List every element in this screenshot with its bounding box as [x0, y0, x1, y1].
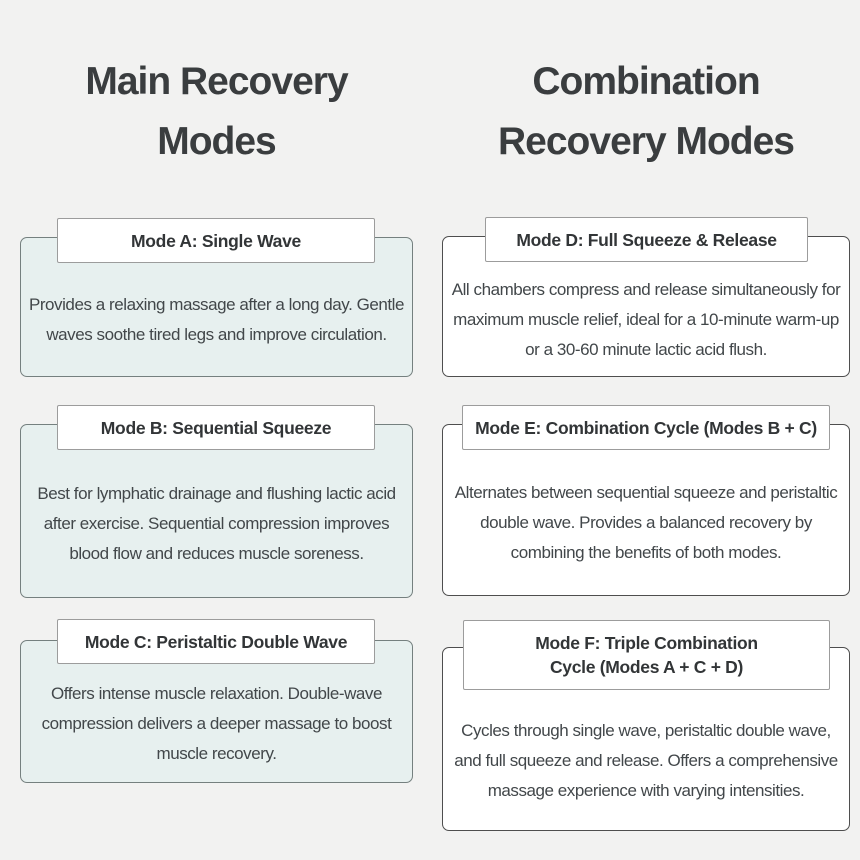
mode-b-description-box: Best for lymphatic drainage and flushing… — [20, 424, 413, 598]
mode-b-description: Best for lymphatic drainage and flushing… — [37, 484, 396, 563]
mode-f-title-box: Mode F: Triple Combination Cycle (Modes … — [463, 620, 830, 690]
mode-d-title-box: Mode D: Full Squeeze & Release — [485, 217, 808, 262]
mode-d-description: All chambers compress and release simult… — [451, 280, 841, 359]
mode-a-title-box: Mode A: Single Wave — [57, 218, 375, 263]
mode-b-title: Mode B: Sequential Squeeze — [100, 417, 332, 438]
mode-f-title: Mode F: Triple Combination Cycle (Modes … — [535, 633, 758, 677]
main-recovery-modes-title: Main Recovery Modes — [85, 60, 348, 163]
mode-b-title-box: Mode B: Sequential Squeeze — [57, 405, 375, 450]
mode-d-title: Mode D: Full Squeeze & Release — [516, 229, 777, 250]
mode-a-title: Mode A: Single Wave — [131, 230, 301, 251]
mode-f-description: Cycles through single wave, peristaltic … — [454, 720, 838, 800]
mode-e-title-box: Mode E: Combination Cycle (Modes B + C) — [462, 405, 830, 450]
mode-c-title: Mode C: Peristaltic Double Wave — [84, 631, 348, 652]
mode-e-description: Alternates between sequential squeeze an… — [454, 483, 838, 562]
mode-e-title: Mode E: Combination Cycle (Modes B + C) — [475, 417, 817, 438]
mode-c-description: Offers intense muscle relaxation. Double… — [41, 684, 392, 763]
mode-e-description-box: Alternates between sequential squeeze an… — [442, 424, 850, 596]
combination-recovery-modes-title: Combination Recovery Modes — [498, 60, 795, 163]
mode-c-title-box: Mode C: Peristaltic Double Wave — [57, 619, 375, 664]
mode-a-description: Provides a relaxing massage after a long… — [28, 295, 405, 344]
